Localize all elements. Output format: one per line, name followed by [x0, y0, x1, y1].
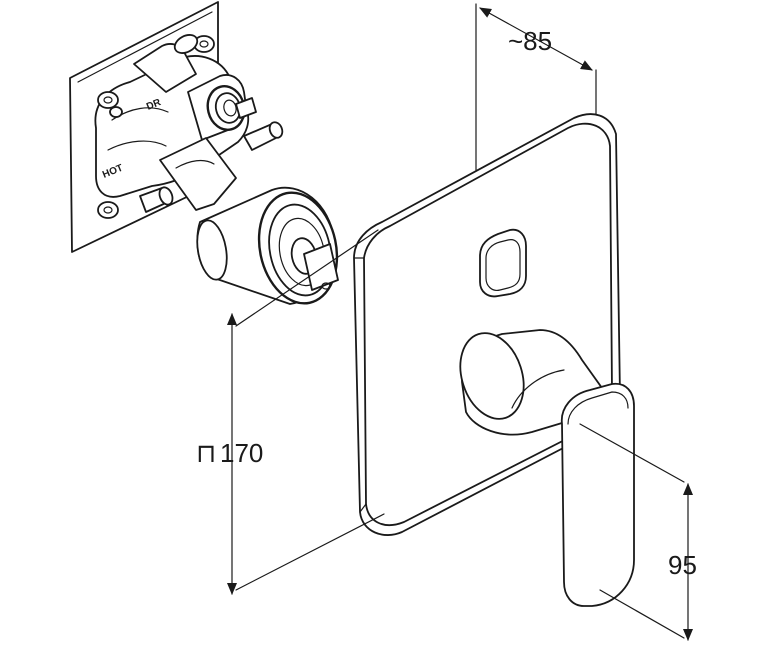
- plate-size-symbol: ⊓: [196, 438, 216, 468]
- mounting-lug-bottom-left: [97, 201, 119, 219]
- diverter-button: [479, 228, 527, 298]
- plate-size-dimension: ⊓ 170: [196, 229, 385, 595]
- lever-height-dimension: 95: [579, 423, 697, 641]
- right-outlet: [243, 121, 284, 151]
- mounting-lug-top-right: [193, 35, 215, 53]
- lever-height-extension-top: [579, 423, 685, 483]
- mixer-lever: [459, 329, 635, 607]
- diverter-label: DR: [145, 97, 163, 113]
- plate-size-extension-top: [235, 229, 379, 327]
- lever-height-extension-bottom: [599, 589, 685, 639]
- lever-blade: [560, 382, 635, 607]
- depth-dimension-line: [479, 7, 593, 71]
- lever-height-label: 95: [668, 550, 697, 580]
- cover-plate: [353, 113, 635, 607]
- depth-dimension-label: ~85: [508, 26, 552, 56]
- rough-in-valve-body: DR HOT: [69, 1, 284, 253]
- lower-outlet: [139, 186, 174, 213]
- plate-size-extension-bottom: [235, 513, 385, 591]
- mixing-cartridge: [196, 186, 339, 305]
- plate-size-label: 170: [220, 438, 263, 468]
- diverter-cartridge: DR: [145, 74, 257, 141]
- mounting-lug-top-left: [97, 91, 119, 109]
- mounting-lug-mid-left: [109, 106, 123, 118]
